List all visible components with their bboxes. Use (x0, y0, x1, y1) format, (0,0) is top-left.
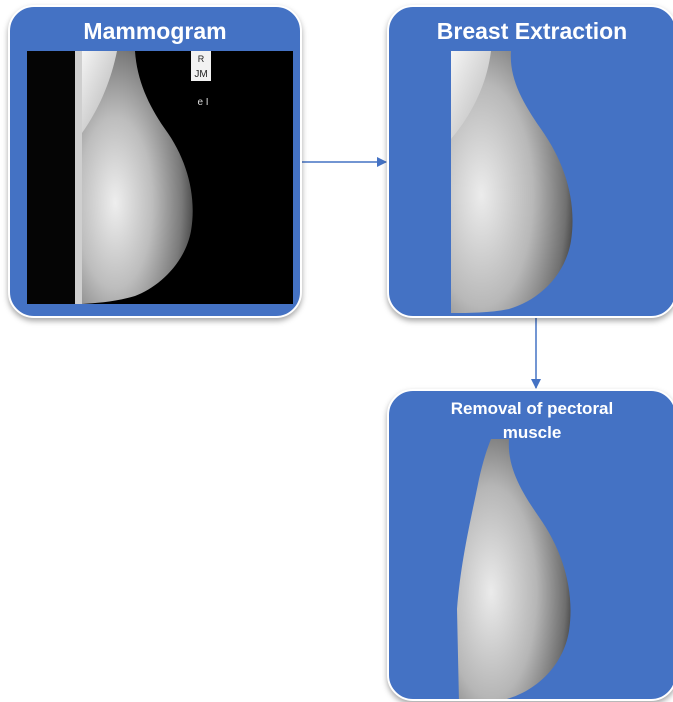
mammogram-title: Mammogram (10, 17, 300, 45)
pectoral-removal-image (451, 439, 581, 701)
pectoral-removal-box: Removal of pectoral muscle (387, 389, 673, 701)
mammogram-label-2: JM (194, 69, 207, 80)
breast-extraction-title: Breast Extraction (389, 17, 673, 45)
mammogram-box: Mammogram R JM e (8, 5, 302, 318)
mammogram-label-3: e I (197, 97, 208, 108)
pectoral-removal-title: Removal of pectoral muscle (389, 397, 673, 445)
mammogram-image: R JM e I (27, 51, 293, 304)
breast-extraction-box: Breast Extraction (387, 5, 673, 318)
breast-extraction-image (451, 51, 581, 313)
mammogram-label-1: R (198, 54, 205, 64)
